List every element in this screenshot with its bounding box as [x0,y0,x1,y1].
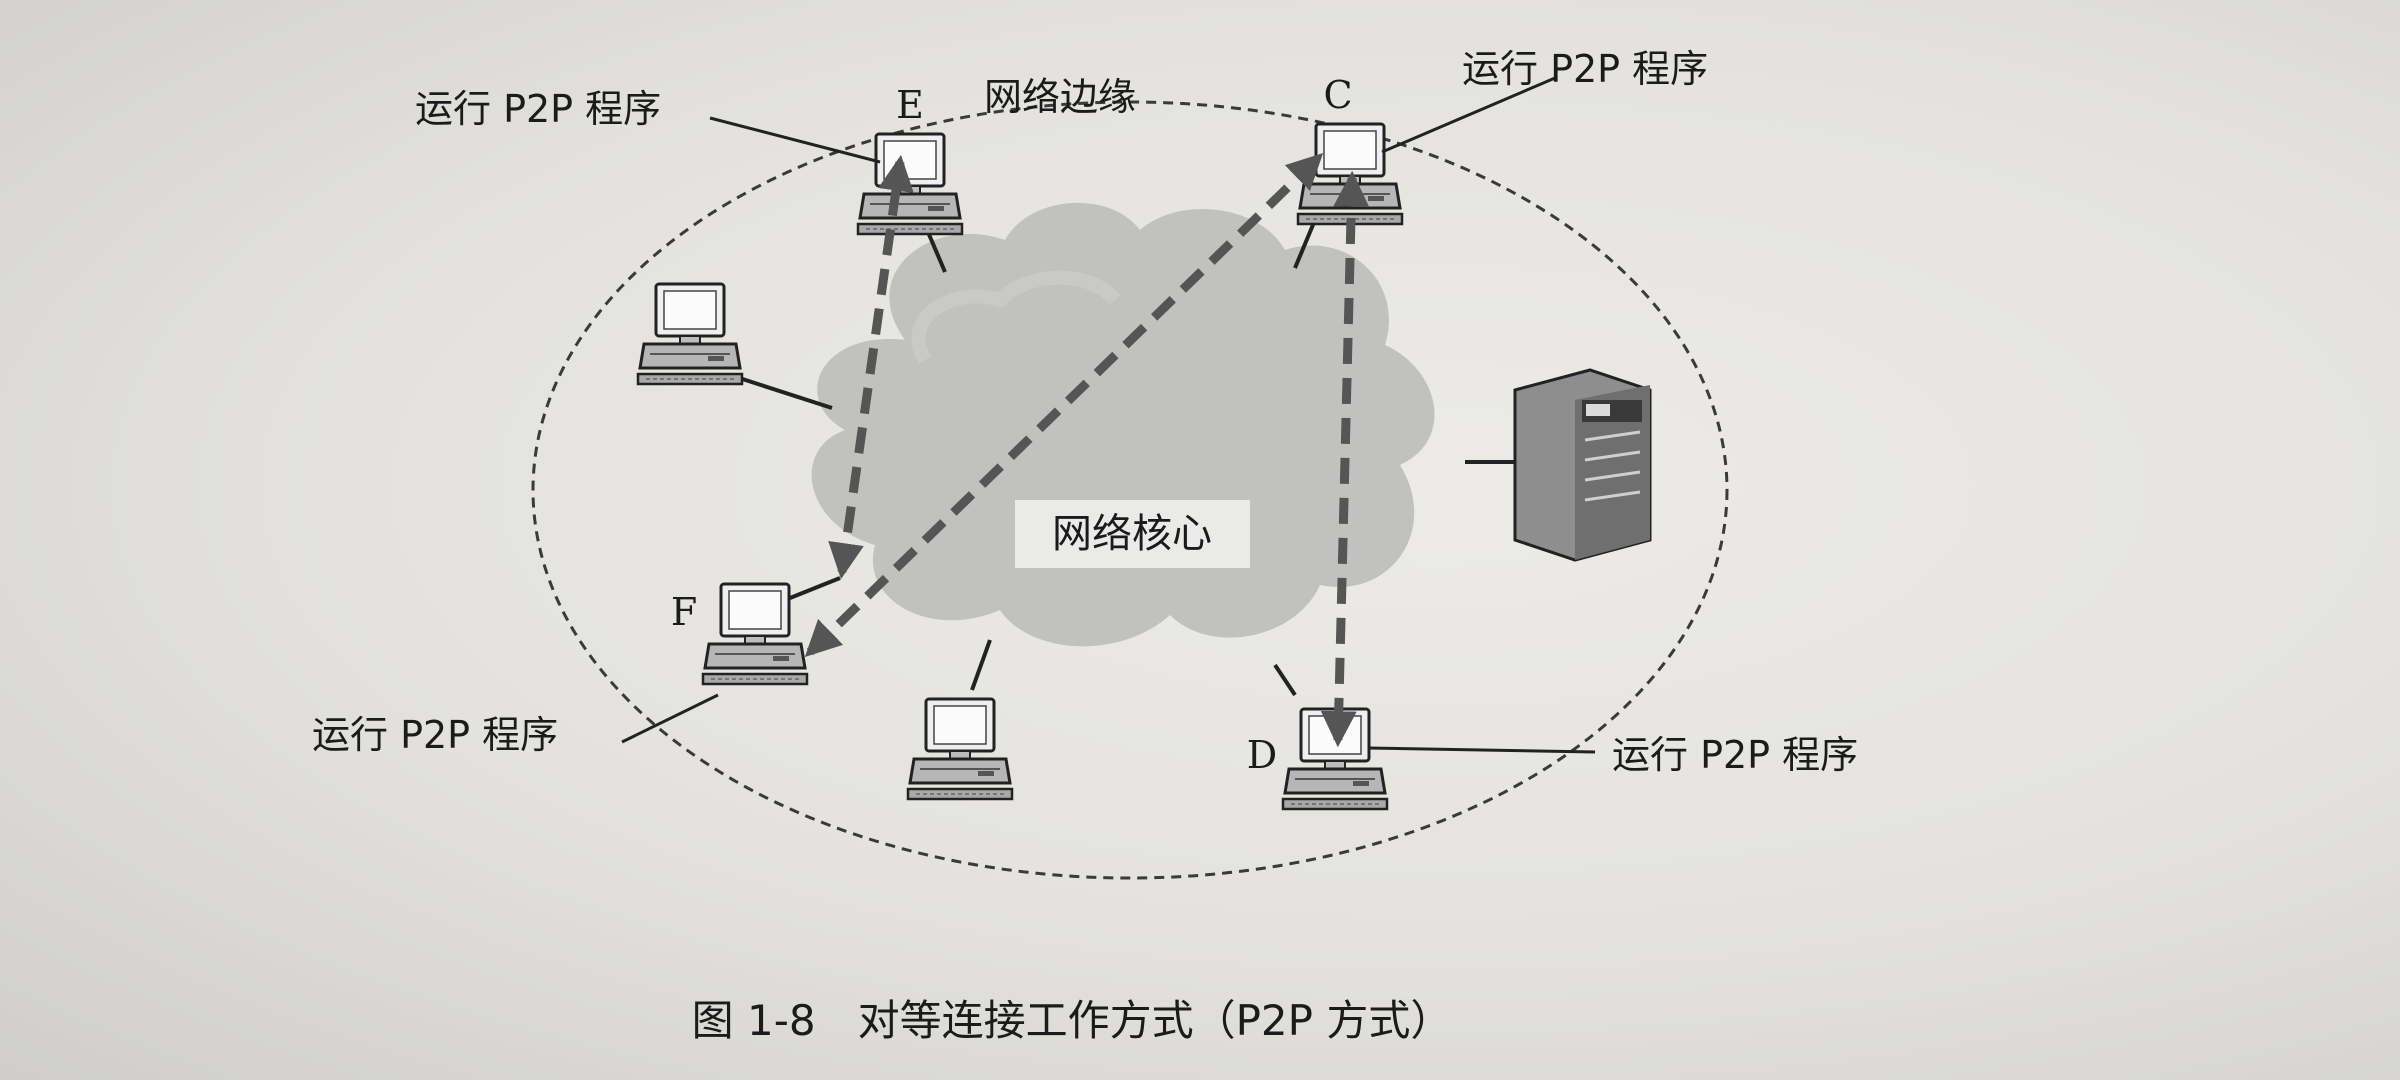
peer-e-label: 运行 P2P 程序 [415,87,661,131]
p2p-link-c-d [1320,170,1370,748]
figure-caption: 图 1-8 对等连接工作方式（P2P 方式） [692,996,1453,1045]
peer-d-label: 运行 P2P 程序 [1612,733,1858,777]
host-d-computer-icon [1281,707,1389,811]
host-e-computer-icon [856,132,964,236]
core-label-backdrop [1015,500,1250,568]
peer-c-label: 运行 P2P 程序 [1462,47,1708,91]
node-d-label: D [1247,733,1277,777]
peer-f-label: 运行 P2P 程序 [312,713,558,757]
network-edge-label: 网络边缘 [984,75,1136,119]
network-core-label: 网络核心 [1052,511,1212,557]
network-edge-boundary [531,100,1729,880]
p2p-connections [804,152,1370,748]
node-e-label: E [896,83,924,127]
server [1465,368,1652,562]
host-computer-icon [906,697,1014,801]
node-c-label: C [1323,73,1352,117]
label-pointer-lines [621,76,1596,754]
node-f-label: F [671,590,697,634]
host-computer-icon [636,282,744,386]
